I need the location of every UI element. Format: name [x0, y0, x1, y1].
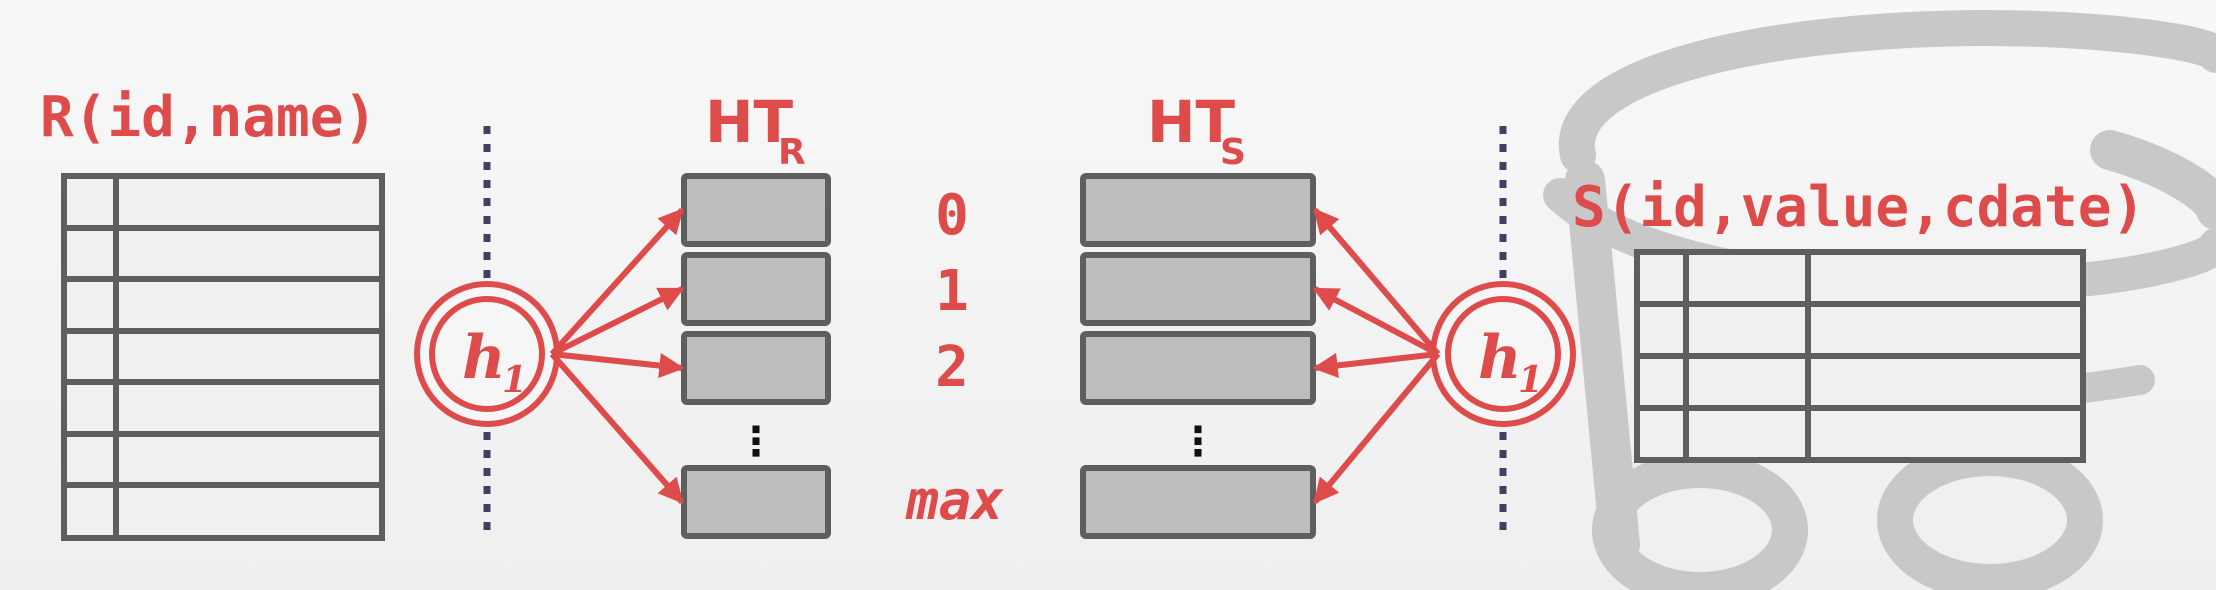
- hash-table-r-title: HT R: [705, 88, 806, 173]
- hash-table-s-bucket-1: [1080, 252, 1316, 326]
- hash-table-s-ellipsis: ⋮: [1178, 419, 1218, 465]
- hash-table-s-bucket-0: [1080, 173, 1316, 247]
- hash-function-r: h 1: [414, 281, 560, 427]
- slot-index-0: 0: [935, 183, 969, 248]
- hash-table-r-bucket-0: [681, 173, 831, 247]
- hash-table-r-bucket-1: [681, 252, 831, 326]
- hash-symbol-s: h: [1478, 323, 1522, 393]
- arrows-from-hash-s: [1312, 208, 1441, 504]
- hash-table-s-sub: S: [1220, 132, 1246, 173]
- hash-table-s-title: HT S: [1147, 88, 1246, 173]
- hash-table-r-bucket-max: [681, 465, 831, 539]
- table-s: [1634, 249, 2086, 463]
- hash-symbol-r: h: [462, 323, 506, 393]
- hash-subscript-s: 1: [1518, 359, 1543, 401]
- slot-index-1: 1: [935, 259, 969, 324]
- hash-table-r-ellipsis: ⋮: [736, 419, 776, 465]
- hash-table-s-bucket-max: [1080, 465, 1316, 539]
- hash-table-s-main: HT: [1147, 88, 1236, 156]
- hash-table-r-main: HT: [705, 88, 794, 156]
- table-s-title: S(id,value,cdate): [1572, 175, 2145, 240]
- hash-table-r: ⋮: [681, 173, 831, 539]
- slot-index-max: max: [905, 469, 1004, 532]
- slot-index-2: 2: [935, 335, 969, 400]
- table-r-title: R(id,name): [40, 85, 377, 150]
- slot-index-labels: 0 1 2 max: [905, 183, 1004, 532]
- hash-subscript-r: 1: [502, 359, 527, 401]
- hash-table-r-sub: R: [778, 132, 806, 173]
- hash-table-r-bucket-2: [681, 331, 831, 405]
- table-r: [61, 173, 385, 541]
- hash-table-s-bucket-2: [1080, 331, 1316, 405]
- hash-table-s: ⋮: [1080, 173, 1316, 539]
- hash-function-s: h 1: [1430, 281, 1576, 427]
- arrows-from-hash-r: [549, 207, 685, 504]
